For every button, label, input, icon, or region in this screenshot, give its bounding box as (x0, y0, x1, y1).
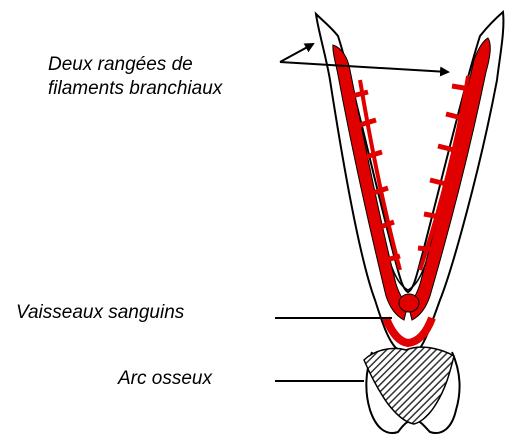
filaments-label-line1: Deux rangées de (48, 53, 222, 77)
filaments-label: Deux rangées de filaments branchiaux (48, 53, 222, 101)
central-vessel (399, 294, 419, 312)
vaisseaux-label: Vaisseaux sanguins (16, 301, 184, 325)
pointer-filament-right (280, 62, 448, 72)
arc-label: Arc osseux (118, 367, 212, 391)
pointer-filament-left (280, 44, 313, 62)
filaments-label-line2: filaments branchiaux (48, 77, 222, 101)
